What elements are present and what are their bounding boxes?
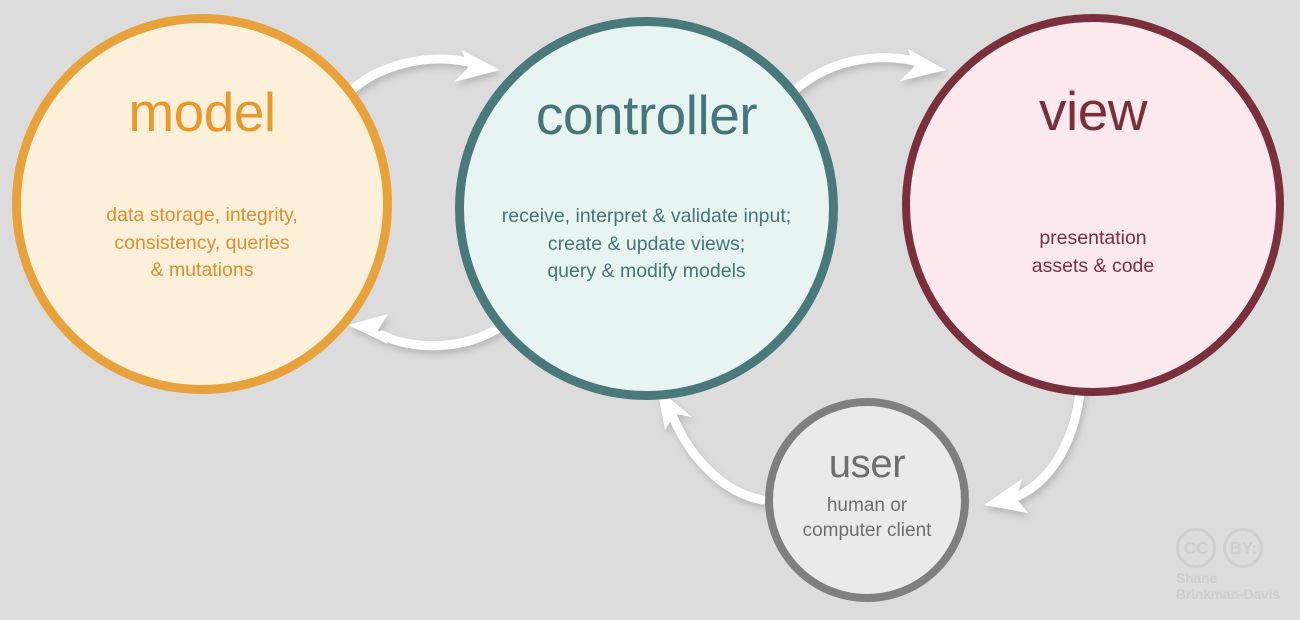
arrow-model-to-controller <box>339 50 500 102</box>
creative-commons-icon: CC <box>1176 528 1216 568</box>
node-model-title: model <box>128 81 276 143</box>
license-author: Shane Brinkman-Davis <box>1176 570 1280 602</box>
node-model[interactable]: model data storage, integrity, consisten… <box>12 14 392 394</box>
node-user-title: user <box>828 442 906 486</box>
arrow-user-to-controller <box>657 388 767 505</box>
arrow-controller-to-view <box>787 49 946 98</box>
arrow-controller-to-model <box>348 314 505 351</box>
node-controller-description: receive, interpret & validate input; cre… <box>501 205 792 283</box>
node-view-description: presentation assets & code <box>1031 227 1155 277</box>
node-user[interactable]: user human or computer client <box>765 398 969 602</box>
arrow-view-to-user <box>984 379 1086 513</box>
attribution-by-icon: BY: <box>1223 528 1263 568</box>
license-badge: CC BY: Shane Brinkman-Davis <box>1176 528 1288 606</box>
node-controller[interactable]: controller receive, interpret & validate… <box>455 17 838 400</box>
node-view-title: view <box>1038 80 1148 142</box>
node-view[interactable]: view presentation assets & code <box>902 14 1284 396</box>
node-model-description: data storage, integrity, consistency, qu… <box>106 204 298 282</box>
node-user-description: human or computer client <box>802 495 932 542</box>
node-controller-title: controller <box>535 84 758 146</box>
cc-marks: CC BY: <box>1176 528 1288 568</box>
